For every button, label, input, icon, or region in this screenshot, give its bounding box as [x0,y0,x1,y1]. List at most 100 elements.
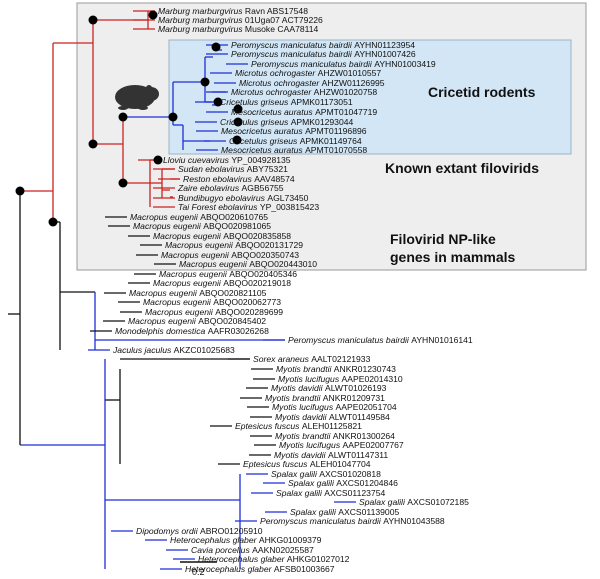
leaf-accession: ABQO020131729 [235,240,303,250]
leaf-accession: AXCS01123754 [324,488,385,498]
leaf-label: Heterocephalus glaber AFSB01003667 [185,564,335,574]
leaf-species: Microtus ochrogaster [235,68,318,78]
leaf-label: Mesocricetus auratus APMT01070558 [221,145,367,155]
leaf-species: Marburg marburgvirus [158,15,245,25]
supported-node-dot [233,104,243,114]
leaf-accession: ALEH01047704 [310,459,371,469]
leaf-accession: ABQO020405346 [229,269,297,279]
leaf-label: Peromyscus maniculatus bairdii AYHN01016… [288,335,473,345]
leaf-label: Reston ebolavirus AAV48574 [183,174,295,184]
leaf-species: Peromyscus maniculatus bairdii [251,59,374,69]
leaf-accession: ANKR01209731 [323,393,385,403]
leaf-species: Cricetulus griseus [220,117,291,127]
supported-node-dot [15,186,25,196]
leaf-label: Marburg marburgvirus Musoke CAA78114 [158,24,319,34]
leaf-label: Myotis lucifugus AAPE02051704 [272,402,397,412]
leaf-accession: ABQO020845402 [198,316,266,326]
np-like-label-line1: Filovirid NP-like [390,231,496,247]
leaf-species: Spalax galili [276,488,324,498]
leaf-label: Microtus ochrogaster AHZW01126995 [239,78,385,88]
leaf-label: Microtus ochrogaster AHZW01010557 [235,68,381,78]
leaf-label: Myotis davidii ALWT01149584 [275,412,390,422]
leaf-accession: AFSB01003667 [274,564,335,574]
leaf-label: Eptesicus fuscus ALEH01125821 [235,421,362,431]
leaf-species: Heterocephalus glaber [170,535,259,545]
cricetid-box [168,39,572,155]
leaf-accession: ABQO020219018 [223,278,291,288]
leaf-accession: AAPE02014310 [342,374,403,384]
leaf-accession: APMT01047719 [315,107,377,117]
leaf-species: Spalax galili [359,497,407,507]
leaf-species: Eptesicus fuscus [235,421,302,431]
leaf-label: Marburg marburgvirus 01Uga07 ACT79226 [158,15,323,25]
leaf-species: Lloviu cuevavirus [163,155,231,165]
leaf-label: Myotis davidii ALWT01026193 [271,383,387,393]
leaf-label: Bundibugyo ebolavirus AGL73450 [178,193,309,203]
leaf-accession: AHKG01009379 [259,535,322,545]
leaf-accession: 01Uga07 ACT79226 [245,15,323,25]
leaf-accession: ANKR01230743 [334,364,396,374]
leaf-accession: AXCS01020818 [319,469,381,479]
leaf-species: Marburg marburgvirus [158,24,245,34]
leaf-accession: ALEH01125821 [302,421,362,431]
leaf-species: Spalax galili [271,469,319,479]
leaf-accession: APMK01293044 [291,117,354,127]
leaf-species: Cricetulus griseus [220,97,291,107]
leaf-species: Spalax galili [288,478,336,488]
leaf-species: Macropus eugenii [143,297,213,307]
leaf-species: Myotis davidii [275,412,329,422]
leaf-label: Lloviu cuevavirus YP_004928135 [163,155,291,165]
leaf-label: Myotis lucifugus AAPE02014310 [278,374,403,384]
supported-node-dot [233,117,243,127]
leaf-accession: AAFR03026268 [208,326,269,336]
leaf-label: Monodelphis domestica AAFR03026268 [115,326,269,336]
leaf-label: Eptesicus fuscus ALEH01047704 [243,459,371,469]
leaf-accession: ABQO020610765 [200,212,268,222]
leaf-accession: AHKG01027012 [287,554,350,564]
supported-node-dot [148,10,158,20]
supported-node-dot [168,112,178,122]
leaf-accession: AHZW01020758 [314,87,378,97]
leaf-label: Myotis brandtii ANKR01230743 [276,364,396,374]
leaf-species: Spalax galili [290,507,338,517]
leaf-species: Macropus eugenii [159,269,229,279]
leaf-accession: ABY75321 [247,164,288,174]
leaf-accession: AHZW01010557 [318,68,382,78]
leaf-accession: AGB56755 [242,183,284,193]
supported-node-dot [88,139,98,149]
supported-node-dot [118,178,128,188]
leaf-species: Peromyscus maniculatus bairdii [288,335,411,345]
leaf-species: Eptesicus fuscus [243,459,310,469]
leaf-label: Macropus eugenii ABQO020610765 [130,212,268,222]
leaf-accession: AAV48574 [254,174,295,184]
leaf-accession: ANKR01300264 [333,431,395,441]
leaf-species: Macropus eugenii [145,307,215,317]
leaf-species: Macropus eugenii [165,240,235,250]
leaf-accession: APMK01173051 [291,97,353,107]
leaf-species: Macropus eugenii [128,316,198,326]
leaf-species: Mesocricetus auratus [231,107,315,117]
leaf-accession: ALWT01147311 [328,450,388,460]
rodent-silhouette-icon [115,85,159,110]
leaf-species: Myotis lucifugus [278,374,342,384]
leaf-species: Heterocephalus glaber [198,554,287,564]
leaf-species: Myotis lucifugus [272,402,336,412]
leaf-species: Bundibugyo ebolavirus [178,193,267,203]
leaf-species: Mesocricetus auratus [221,145,305,155]
supported-node-dot [48,217,58,227]
leaf-species: Jaculus jaculus [112,345,174,355]
leaf-species: Cricetulus griseus [229,136,300,146]
leaf-species: Myotis brandtii [265,393,323,403]
leaf-label: Macropus eugenii ABQO020981065 [133,221,271,231]
leaf-label: Tai Forest ebolavirus YP_003815423 [178,202,319,212]
leaf-accession: AAKN02025587 [252,545,314,555]
leaf-label: Macropus eugenii ABQO020845402 [128,316,266,326]
leaf-accession: AYHN01016141 [411,335,473,345]
leaf-label: Spalax galili AXCS01204846 [288,478,398,488]
leaf-label: Peromyscus maniculatus bairdii AYHN01043… [260,516,445,526]
supported-node-dot [200,77,210,87]
leaf-accession: AYHN01123954 [354,40,415,50]
leaf-accession: ABQO020289699 [215,307,283,317]
leaf-species: Marburg marburgvirus [158,6,245,16]
leaf-accession: AYHN01007426 [354,49,416,59]
